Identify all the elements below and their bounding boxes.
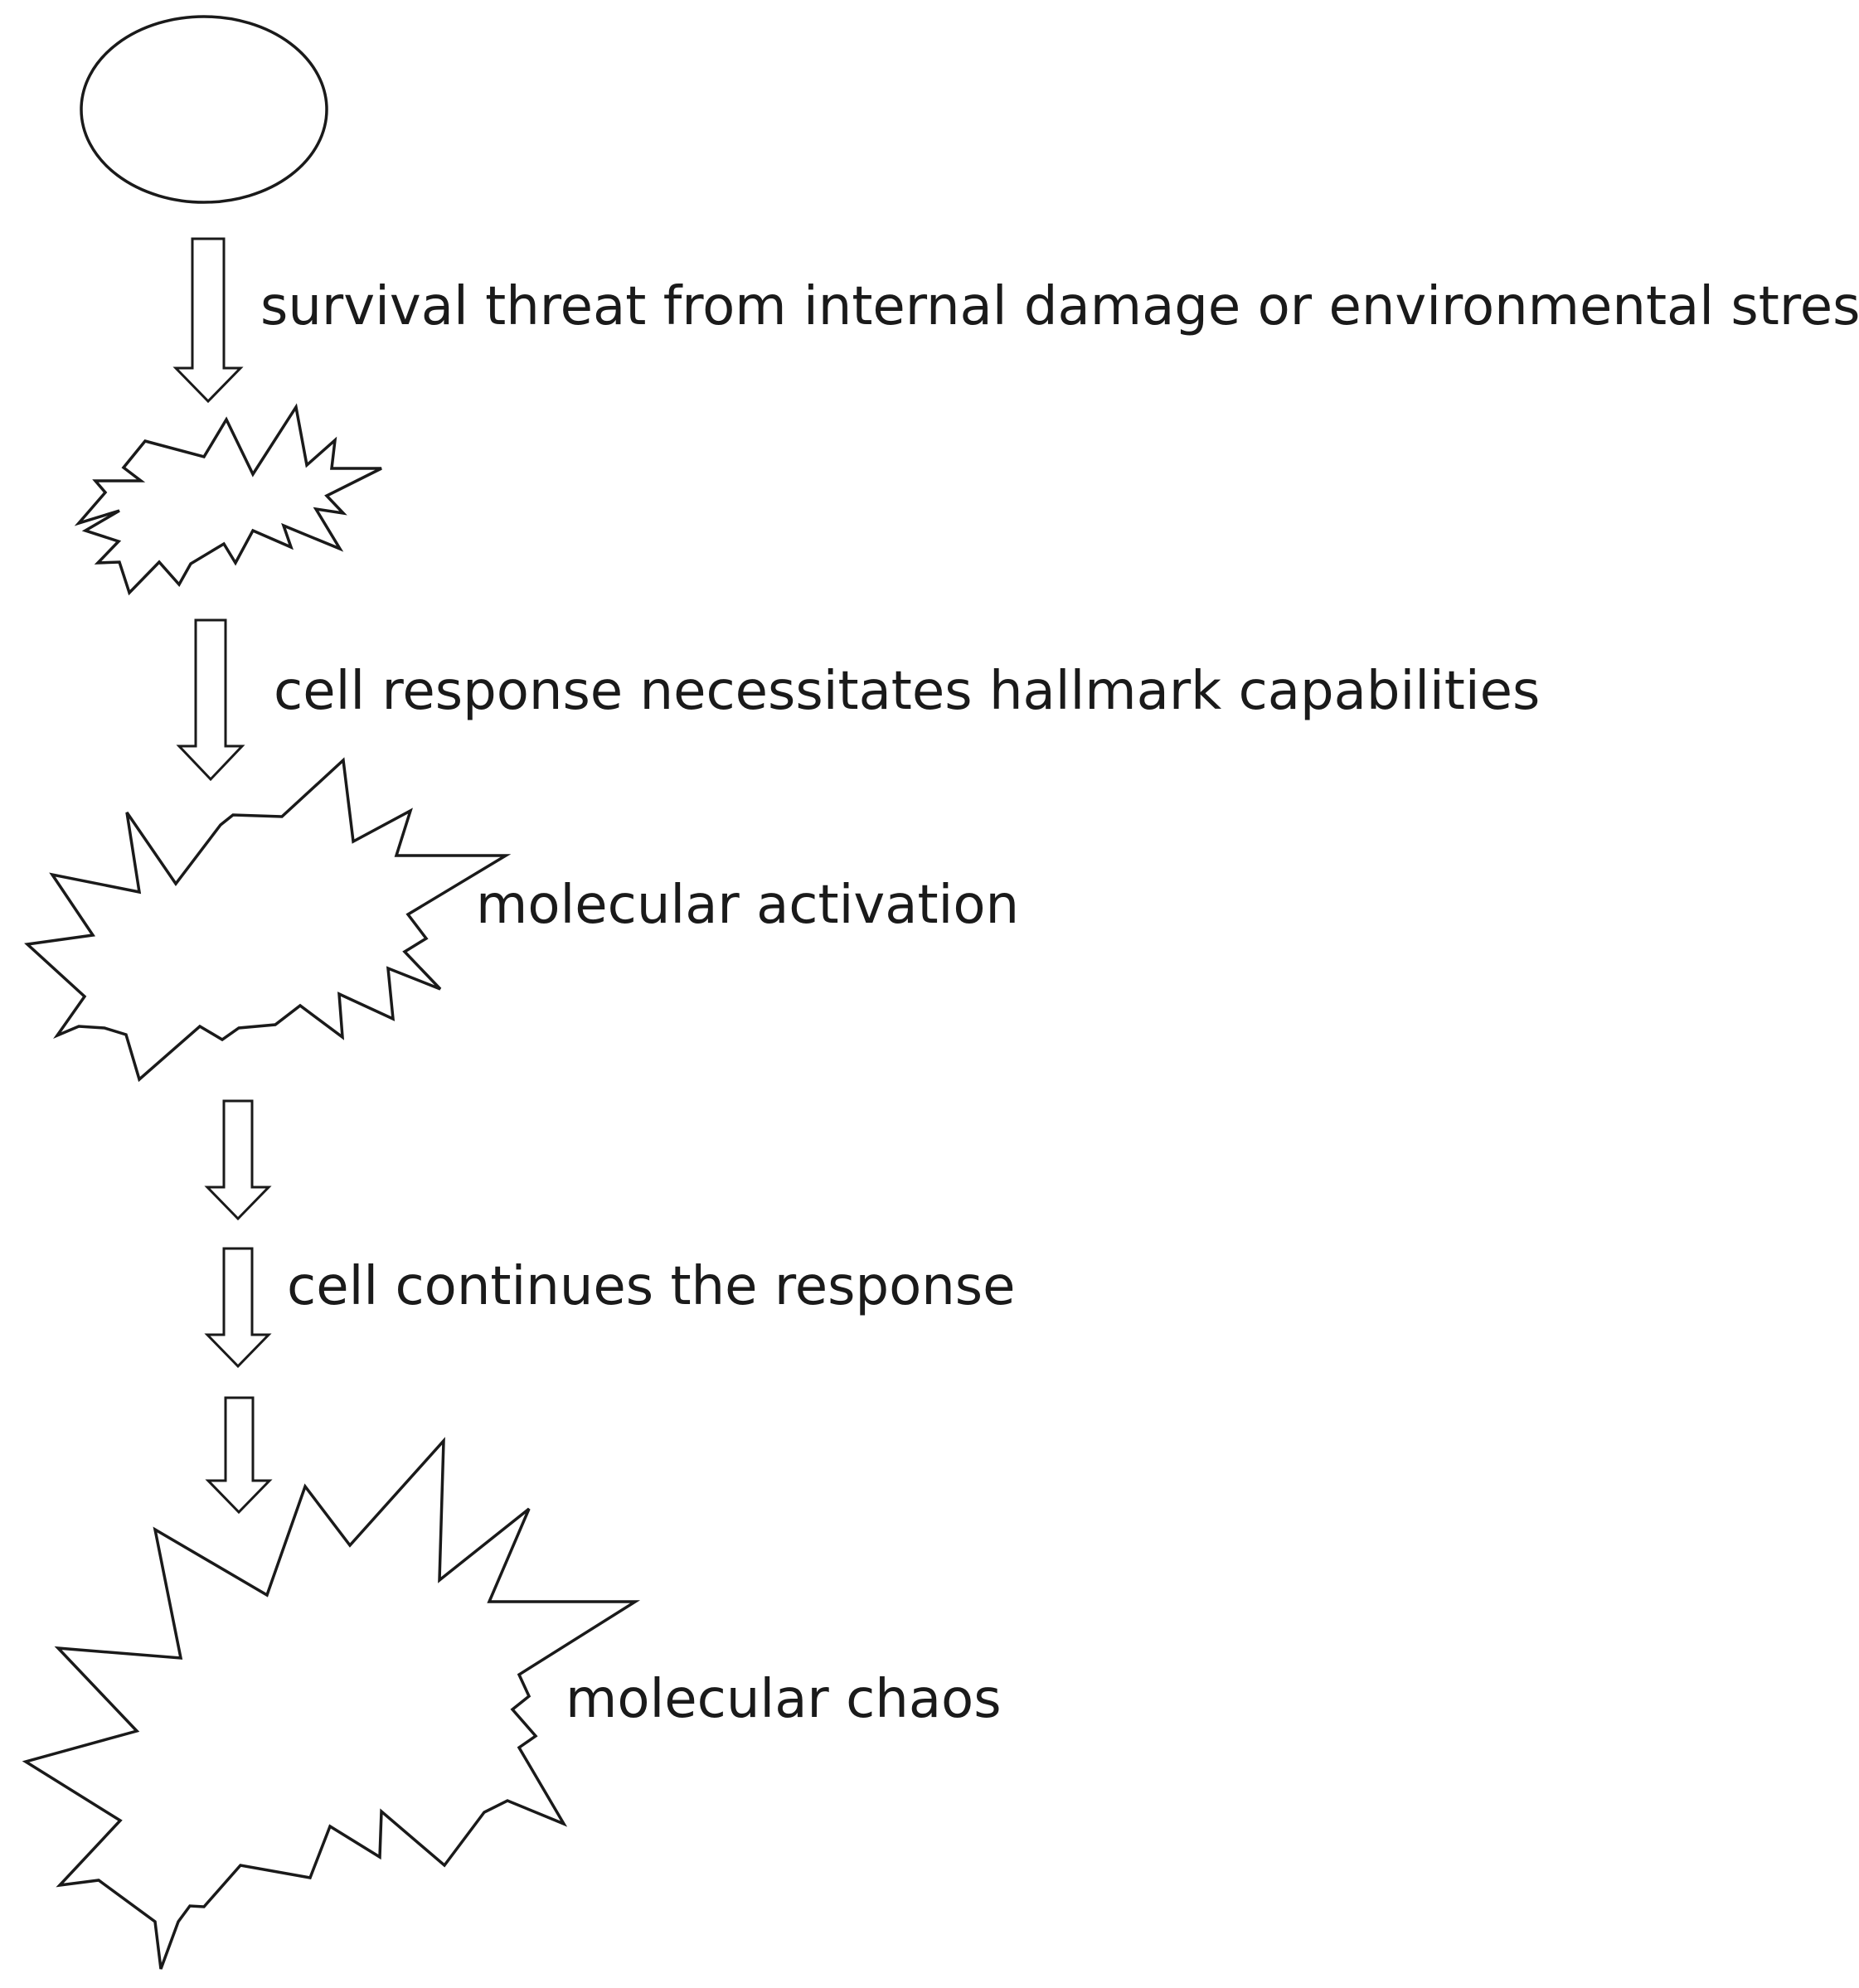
step-label-cell-response: cell response necessitates hallmark capa… xyxy=(274,661,1541,722)
step-label-cell-continues: cell continues the response xyxy=(287,1256,1016,1317)
step-label-molecular-activation: molecular activation xyxy=(476,875,1020,936)
down-arrow-3 xyxy=(204,1099,272,1221)
down-arrow-1 xyxy=(172,237,244,404)
step-label-molecular-chaos: molecular chaos xyxy=(565,1669,1002,1730)
down-arrow-5 xyxy=(205,1396,273,1515)
down-arrow-4 xyxy=(204,1247,272,1369)
large-starburst xyxy=(22,1437,641,1970)
medium-starburst xyxy=(24,757,512,1083)
cell-ellipse xyxy=(80,15,328,204)
small-starburst xyxy=(74,403,382,596)
step-label-survival-threat: survival threat from internal damage or … xyxy=(260,276,1859,337)
down-arrow-2 xyxy=(176,618,245,782)
